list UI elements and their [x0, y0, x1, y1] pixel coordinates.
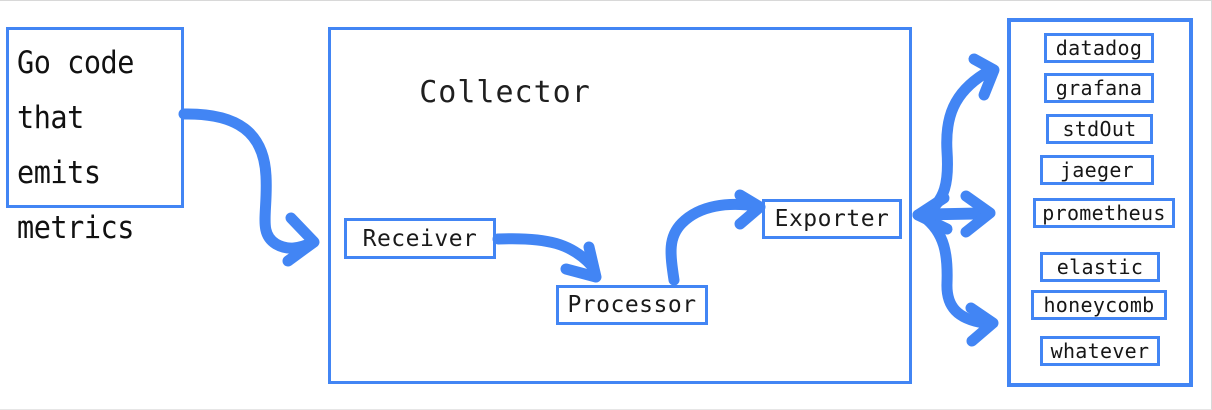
backend-box-prometheus: prometheus [1033, 198, 1175, 228]
processor-box: Processor [556, 285, 708, 325]
arrow-source-to-receiver [178, 108, 320, 267]
receiver-label: Receiver [362, 225, 478, 252]
backend-box-datadog: datadog [1044, 33, 1154, 63]
source-code-label: Go code that emits metrics [17, 45, 134, 246]
backend-label: honeycomb [1043, 293, 1155, 317]
backend-label: elastic [1056, 255, 1144, 279]
source-code-box: Go code that emits metrics [6, 27, 184, 246]
arrow-fanout-junction [912, 192, 981, 235]
receiver-box: Receiver [344, 218, 496, 259]
arrow-fanout-middle [924, 190, 996, 238]
backend-box-stdout: stdOut [1046, 114, 1153, 144]
exporter-label: Exporter [774, 206, 890, 232]
processor-label: Processor [567, 292, 697, 318]
backend-label: prometheus [1042, 201, 1166, 225]
backend-box-jaeger: jaeger [1040, 155, 1154, 185]
backend-box-elastic: elastic [1040, 252, 1160, 282]
backend-label: datadog [1055, 36, 1143, 60]
backend-box-whatever: whatever [1040, 336, 1160, 366]
exporter-box: Exporter [762, 199, 902, 239]
backend-box-honeycomb: honeycomb [1031, 290, 1167, 320]
backend-label: stdOut [1062, 117, 1137, 141]
arrow-fanout-bottom [918, 211, 999, 347]
backend-label: grafana [1055, 76, 1143, 100]
backend-box-grafana: grafana [1044, 73, 1154, 103]
backend-label: whatever [1050, 339, 1150, 363]
backend-label: jaeger [1059, 158, 1135, 182]
arrow-fanout-top [918, 53, 1000, 221]
collector-title: Collector [419, 75, 591, 110]
